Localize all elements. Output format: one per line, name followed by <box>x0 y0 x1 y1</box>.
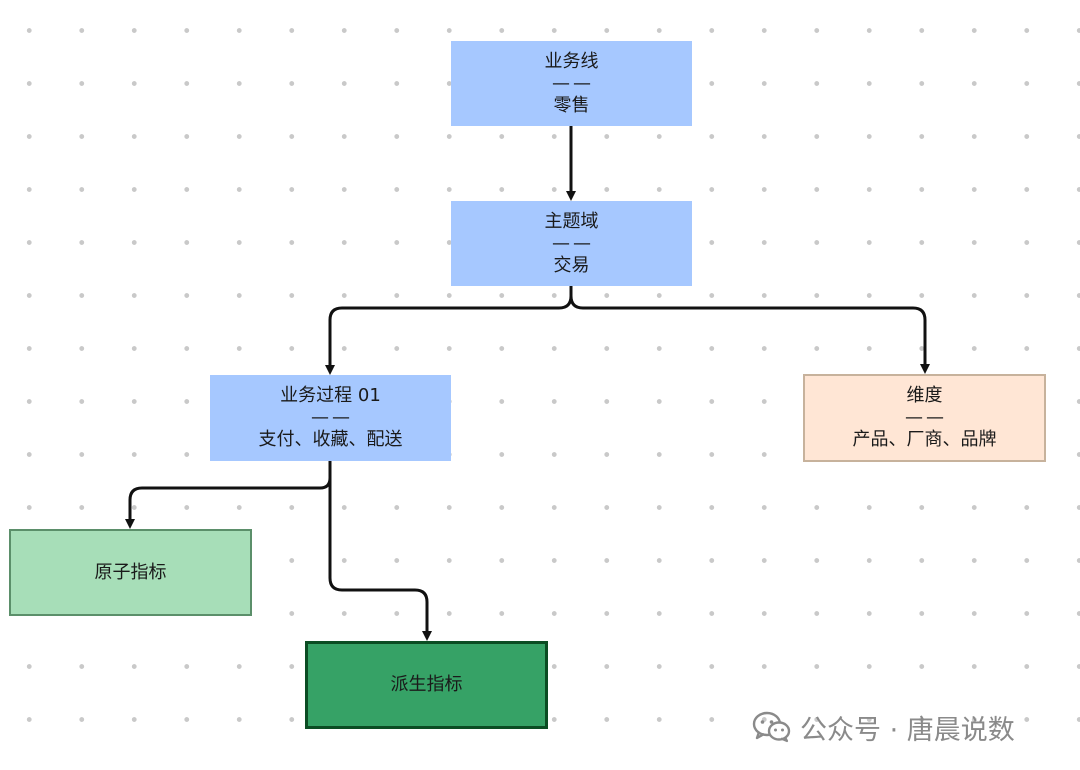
node-atomic-metric[interactable]: 原子指标 <box>9 529 252 616</box>
node-title: 业务线 <box>544 50 599 72</box>
node-title: 业务过程 01 <box>280 385 381 406</box>
node-label: 原子指标 <box>94 561 167 583</box>
edge-business-process-to-atomic-metric <box>125 461 332 529</box>
node-label: 派生指标 <box>390 674 463 695</box>
node-separator: —— <box>311 407 353 428</box>
wechat-icon <box>752 711 791 743</box>
node-value: 交易 <box>553 254 590 276</box>
node-separator: —— <box>905 407 947 428</box>
edge-subject-area-to-business-process <box>325 286 573 375</box>
node-value: 支付、收藏、配送 <box>258 429 403 450</box>
node-subject-area[interactable]: 主题域 —— 交易 <box>451 201 692 286</box>
node-separator: —— <box>552 232 594 254</box>
watermark-text: 公众号 · 唐晨说数 <box>800 714 1015 746</box>
node-title: 主题域 <box>544 210 599 232</box>
node-derived-metric[interactable]: 派生指标 <box>305 641 548 729</box>
node-separator: —— <box>552 72 594 94</box>
node-business-process[interactable]: 业务过程 01 —— 支付、收藏、配送 <box>210 375 451 461</box>
node-value: 产品、厂商、品牌 <box>852 429 997 450</box>
watermark: 公众号 · 唐晨说数 <box>752 707 1015 747</box>
node-value: 零售 <box>553 94 590 116</box>
node-business-line[interactable]: 业务线 —— 零售 <box>451 41 692 126</box>
edge-business-process-to-derived-metric <box>328 478 432 641</box>
node-dimension[interactable]: 维度 —— 产品、厂商、品牌 <box>803 374 1046 462</box>
node-title: 维度 <box>906 385 943 406</box>
edge-subject-area-to-dimension <box>569 295 930 374</box>
